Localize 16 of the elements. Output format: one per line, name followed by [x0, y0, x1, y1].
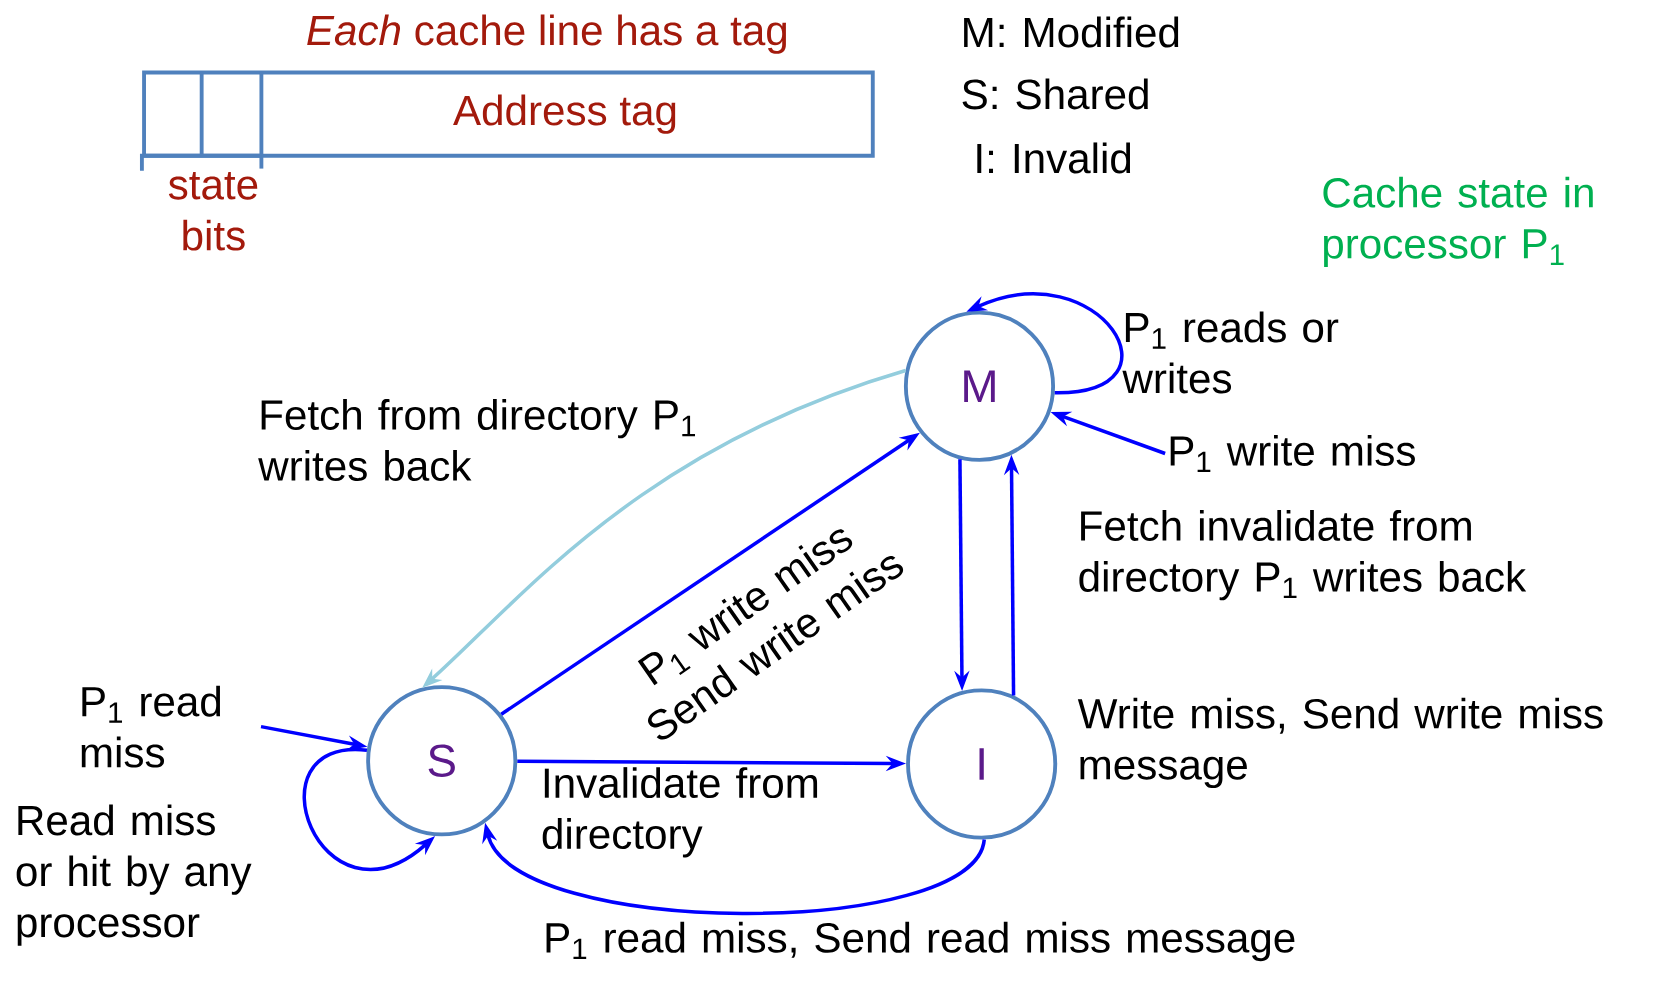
node-label: Each cache line has a tag — [307, 14, 787, 54]
address-tag-bar: Address tag Each cache line has a tag — [142, 14, 875, 169]
diagram-note: Cache state in processor P$_{1}$ — [1323, 177, 1593, 268]
state-key: M: Modified — [964, 16, 1179, 48]
transition-text: P$_{1}$ write miss — [1170, 435, 1415, 473]
edge-label: P$_{1}$ read miss, Send read miss message — [546, 922, 1295, 962]
state-key: I: Invalid — [977, 142, 1131, 174]
transition-text: P$_{1}$ read miss — [81, 685, 221, 768]
edge-label: Read miss or hit by any processor — [16, 804, 252, 946]
state-key: S: Shared — [962, 78, 1148, 110]
edge-label: Write miss, Send write miss message — [1077, 697, 1603, 789]
edge-label: Invalidate from directory — [542, 767, 818, 858]
edge-label: Fetch from directory P$_{1}$ writes back — [258, 399, 695, 482]
edge-label: Fetch invalidate from directory P$_{1}$ writes back — [1079, 510, 1527, 601]
edge-label: P$_{1}$ reads or writes — [1122, 311, 1339, 394]
state-bits-label: state bits — [168, 172, 258, 251]
